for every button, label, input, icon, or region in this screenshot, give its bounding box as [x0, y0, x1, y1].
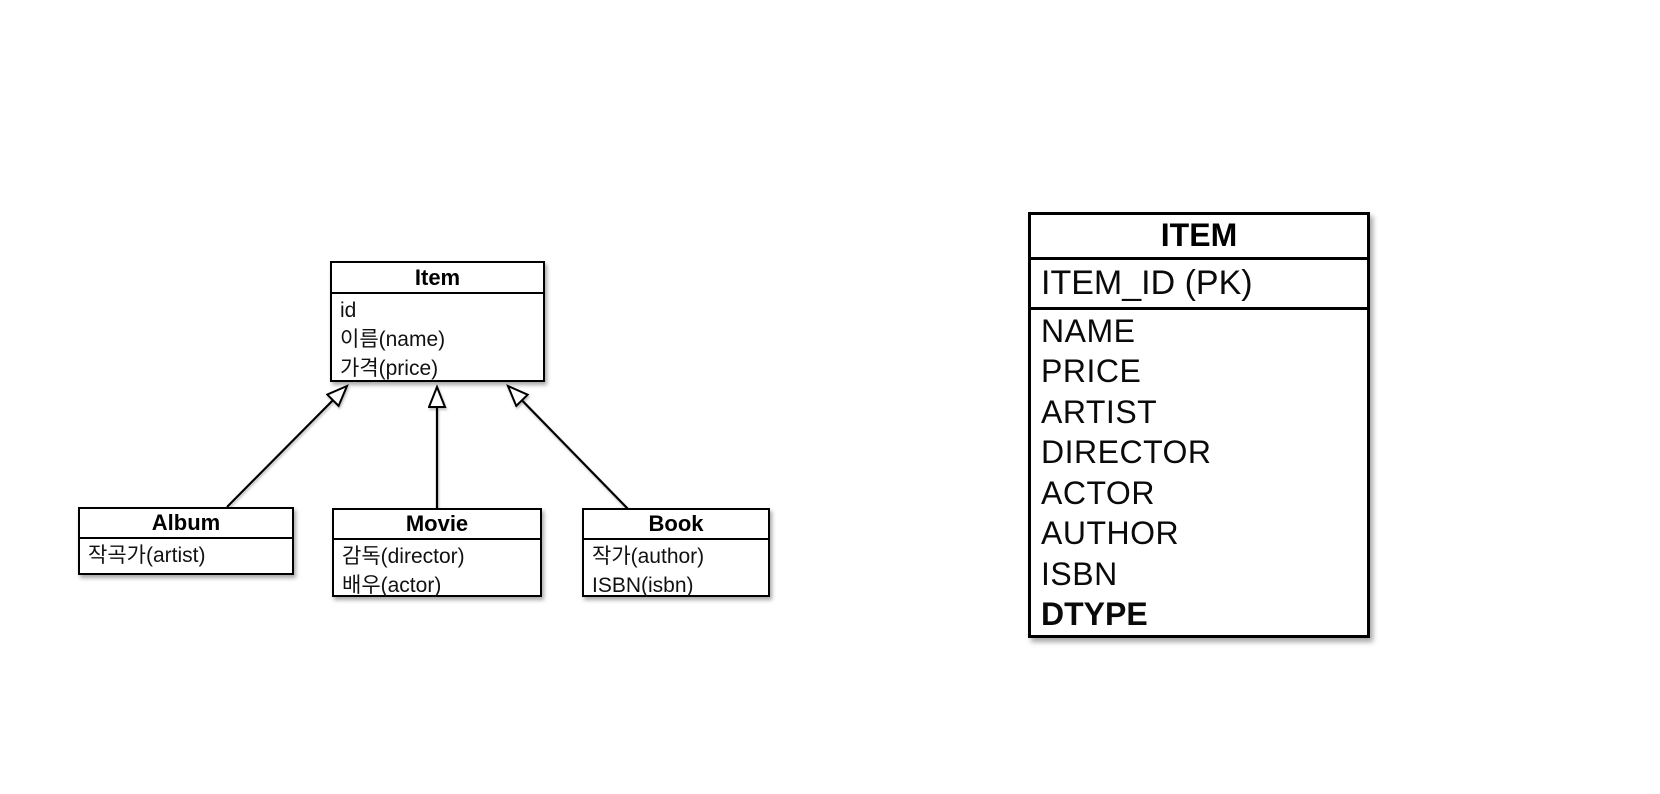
db-columns: NAME PRICE ARTIST DIRECTOR ACTOR AUTHOR …: [1031, 310, 1367, 635]
db-column: AUTHOR: [1041, 515, 1180, 552]
class-name-item: Item: [332, 263, 543, 294]
db-column: ACTOR: [1041, 474, 1155, 511]
db-column-dtype: DTYPE: [1041, 596, 1148, 633]
db-table-item: ITEM ITEM_ID (PK) NAME PRICE ARTIST DIRE…: [1028, 212, 1370, 638]
db-column: DIRECTOR: [1041, 434, 1212, 471]
attribute: 이름(name): [340, 328, 446, 351]
uml-class-movie: Movie 감독(director) 배우(actor): [332, 508, 542, 597]
arrow-album-to-item: [226, 386, 347, 508]
class-name-book: Book: [584, 510, 768, 540]
attribute: ISBN(isbn): [592, 574, 694, 597]
class-attributes-item: id 이름(name) 가격(price): [332, 294, 543, 383]
class-name-album: Album: [80, 509, 292, 539]
class-attributes-movie: 감독(director) 배우(actor): [334, 540, 540, 600]
uml-class-book: Book 작가(author) ISBN(isbn): [582, 508, 770, 597]
class-attributes-book: 작가(author) ISBN(isbn): [584, 540, 768, 600]
db-primary-key-row: ITEM_ID (PK): [1031, 260, 1367, 310]
db-column: ISBN: [1041, 555, 1118, 592]
attribute: 가격(price): [340, 357, 439, 380]
attribute: 작곡가(artist): [88, 544, 206, 567]
class-name-movie: Movie: [334, 510, 540, 540]
attribute: 배우(actor): [342, 574, 442, 597]
db-column: NAME: [1041, 312, 1136, 349]
uml-class-album: Album 작곡가(artist): [78, 507, 294, 575]
attribute: 감독(director): [342, 545, 465, 568]
db-column: PRICE: [1041, 353, 1142, 390]
db-column: ARTIST: [1041, 393, 1158, 430]
db-table-title: ITEM: [1031, 215, 1367, 260]
class-attributes-album: 작곡가(artist): [80, 539, 292, 570]
attribute: id: [340, 299, 357, 322]
uml-class-item: Item id 이름(name) 가격(price): [330, 261, 545, 382]
arrow-book-to-item: [508, 386, 629, 510]
attribute: 작가(author): [592, 545, 705, 568]
